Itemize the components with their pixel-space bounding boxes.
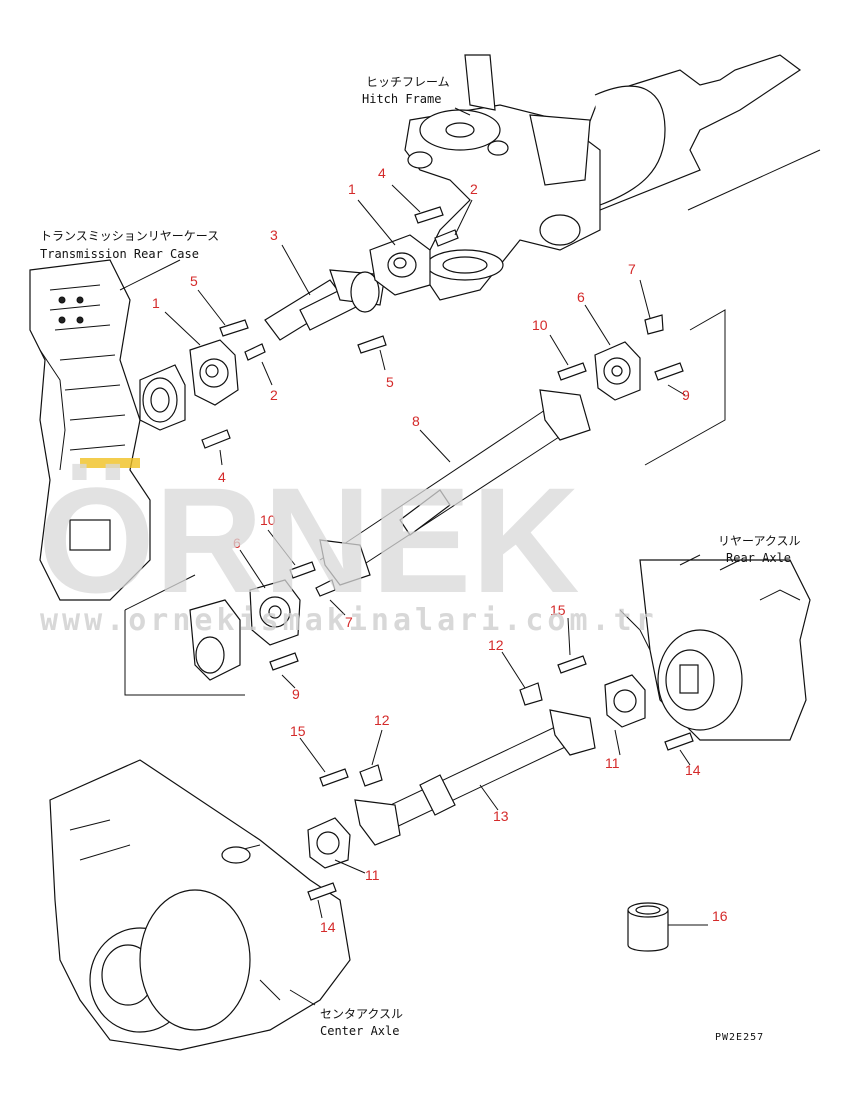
callout-1-upper: 1 [348, 181, 356, 197]
hitch-frame-label-jp: ヒッチフレーム [366, 75, 450, 89]
callout-16: 16 [712, 908, 728, 924]
hitch-frame-drawing [404, 54, 821, 301]
callout-5-upper: 5 [190, 273, 198, 289]
coupling-1-upper [369, 234, 431, 296]
callout-7-lower: 7 [345, 614, 353, 630]
watermark-url: www.ornekismakinalari.com.tr [40, 603, 658, 638]
coupling-6-right [594, 341, 641, 401]
shaft-3-drawing [264, 269, 386, 341]
callout-6-upper: 6 [577, 289, 585, 305]
rear-axle-drawing [619, 559, 811, 741]
shaft-13-drawing [354, 709, 596, 846]
callout-4-lower: 4 [218, 469, 226, 485]
callout-11-lower: 11 [365, 867, 380, 883]
callout-10-upper: 10 [532, 317, 548, 333]
callout-11-upper: 11 [605, 755, 620, 771]
callout-7-upper: 7 [628, 261, 636, 277]
callout-6-lower: 6 [233, 535, 241, 551]
rear-axle-label: Rear Axle [726, 551, 791, 565]
callout-2-upper: 2 [470, 181, 478, 197]
watermark-accent-bar [80, 458, 140, 468]
callout-12-upper: 12 [488, 637, 504, 653]
transmission-rear-case-label: Transmission Rear Case [40, 247, 199, 261]
callout-4-upper: 4 [378, 165, 386, 181]
hitch-frame-label: Hitch Frame [362, 92, 441, 106]
coupling-1-lower [139, 339, 239, 431]
callout-10-lower: 10 [260, 512, 276, 528]
callout-13: 13 [493, 808, 509, 824]
callout-9-upper: 9 [682, 387, 690, 403]
callout-1-lower: 1 [152, 295, 160, 311]
bolts [201, 206, 694, 901]
leader-lines [119, 107, 726, 1006]
callout-8: 8 [412, 413, 420, 429]
callout-5-lower: 5 [386, 374, 394, 390]
callout-12-lower: 12 [374, 712, 390, 728]
bushing-16-drawing [627, 902, 669, 952]
callout-14-lower: 14 [320, 919, 336, 935]
drawing-code: PW2E257 [715, 1032, 764, 1043]
center-axle-label-jp: センタアクスル [320, 1007, 403, 1021]
callout-9-lower: 9 [292, 686, 300, 702]
transmission-rear-case-drawing [29, 259, 151, 601]
coupling-11-left [307, 817, 351, 869]
callout-2-lower: 2 [270, 387, 278, 403]
center-axle-drawing [49, 759, 351, 1051]
coupling-11-right [604, 674, 646, 728]
shaft-8-drawing [319, 389, 591, 586]
callout-15-upper: 15 [550, 602, 566, 618]
callout-3: 3 [270, 227, 278, 243]
transmission-rear-case-label-jp: トランスミッションリヤーケース [40, 229, 219, 243]
watermark-brand: ÖRNEK [38, 456, 580, 624]
callout-14-upper: 14 [685, 762, 701, 778]
center-axle-label: Center Axle [320, 1024, 399, 1038]
rear-axle-label-jp: リヤーアクスル [718, 534, 801, 548]
callout-15-lower: 15 [290, 723, 306, 739]
coupling-6-left [189, 579, 301, 681]
